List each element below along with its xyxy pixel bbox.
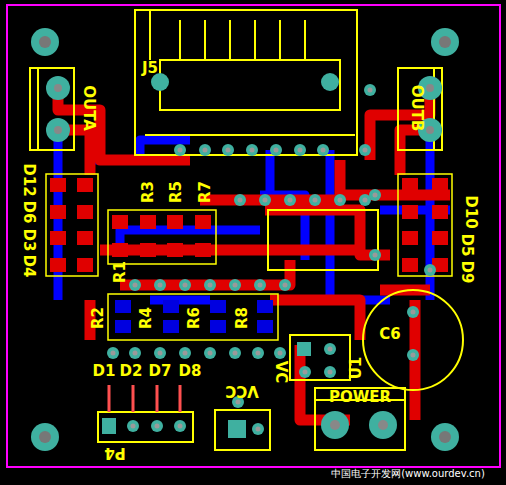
- silkscreen-label: D3: [21, 229, 36, 252]
- j5-outline: [135, 10, 378, 270]
- top-traces: [58, 88, 450, 420]
- silkscreen-label: D8: [179, 364, 202, 379]
- vias: [107, 189, 436, 359]
- silkscreen-label: D10: [463, 195, 478, 228]
- j5-pins: [174, 84, 376, 206]
- silkscreen-label: C6: [379, 327, 400, 342]
- silkscreen-label: R6: [187, 307, 202, 329]
- silkscreen-label: D7: [149, 364, 172, 379]
- watermark: 中国电子开发网(www.ourdev.cn): [330, 468, 486, 480]
- resistor-outlines: [108, 210, 278, 340]
- silkscreen-label: OUTB: [409, 85, 424, 132]
- j5-tab-hole: [151, 73, 169, 91]
- silkscreen-label: R1: [113, 261, 128, 283]
- silkscreen-label: D5: [459, 234, 474, 257]
- j5-tab-hole: [321, 73, 339, 91]
- smd-resistors: [112, 215, 211, 257]
- silkscreen-label: R7: [198, 181, 213, 203]
- silkscreen-label: R2: [91, 307, 106, 329]
- silkscreen-label: R8: [235, 307, 250, 329]
- silkscreen-label: J5: [142, 61, 158, 76]
- silkscreen-label: VCC: [225, 383, 259, 398]
- p4-header: [102, 385, 186, 434]
- silkscreen-label: R3: [141, 181, 156, 203]
- silkscreen-label: D12: [21, 163, 36, 196]
- silkscreen-label: D9: [459, 261, 474, 284]
- silkscreen-label: VC: [273, 361, 288, 384]
- silkscreen-label: P4: [104, 445, 125, 460]
- silkscreen-label: D4: [21, 255, 36, 278]
- resistor-pads: [115, 300, 273, 333]
- silkscreen-label: D1: [93, 364, 116, 379]
- silkscreen-label: U1: [349, 357, 364, 380]
- silkscreen-label: R4: [139, 307, 154, 329]
- smd-diodes: [50, 178, 448, 272]
- silkscreen-label: POWER: [329, 390, 391, 405]
- diode-outlines: [46, 174, 452, 276]
- silkscreen-label: D2: [120, 364, 143, 379]
- board-outline: [7, 5, 500, 467]
- terminal-outlines: [30, 68, 463, 450]
- silkscreen-label: OUTA: [81, 85, 96, 131]
- silkscreen-label: D6: [21, 201, 36, 224]
- terminal-pads: [46, 76, 442, 439]
- silkscreen-label: R5: [169, 181, 184, 203]
